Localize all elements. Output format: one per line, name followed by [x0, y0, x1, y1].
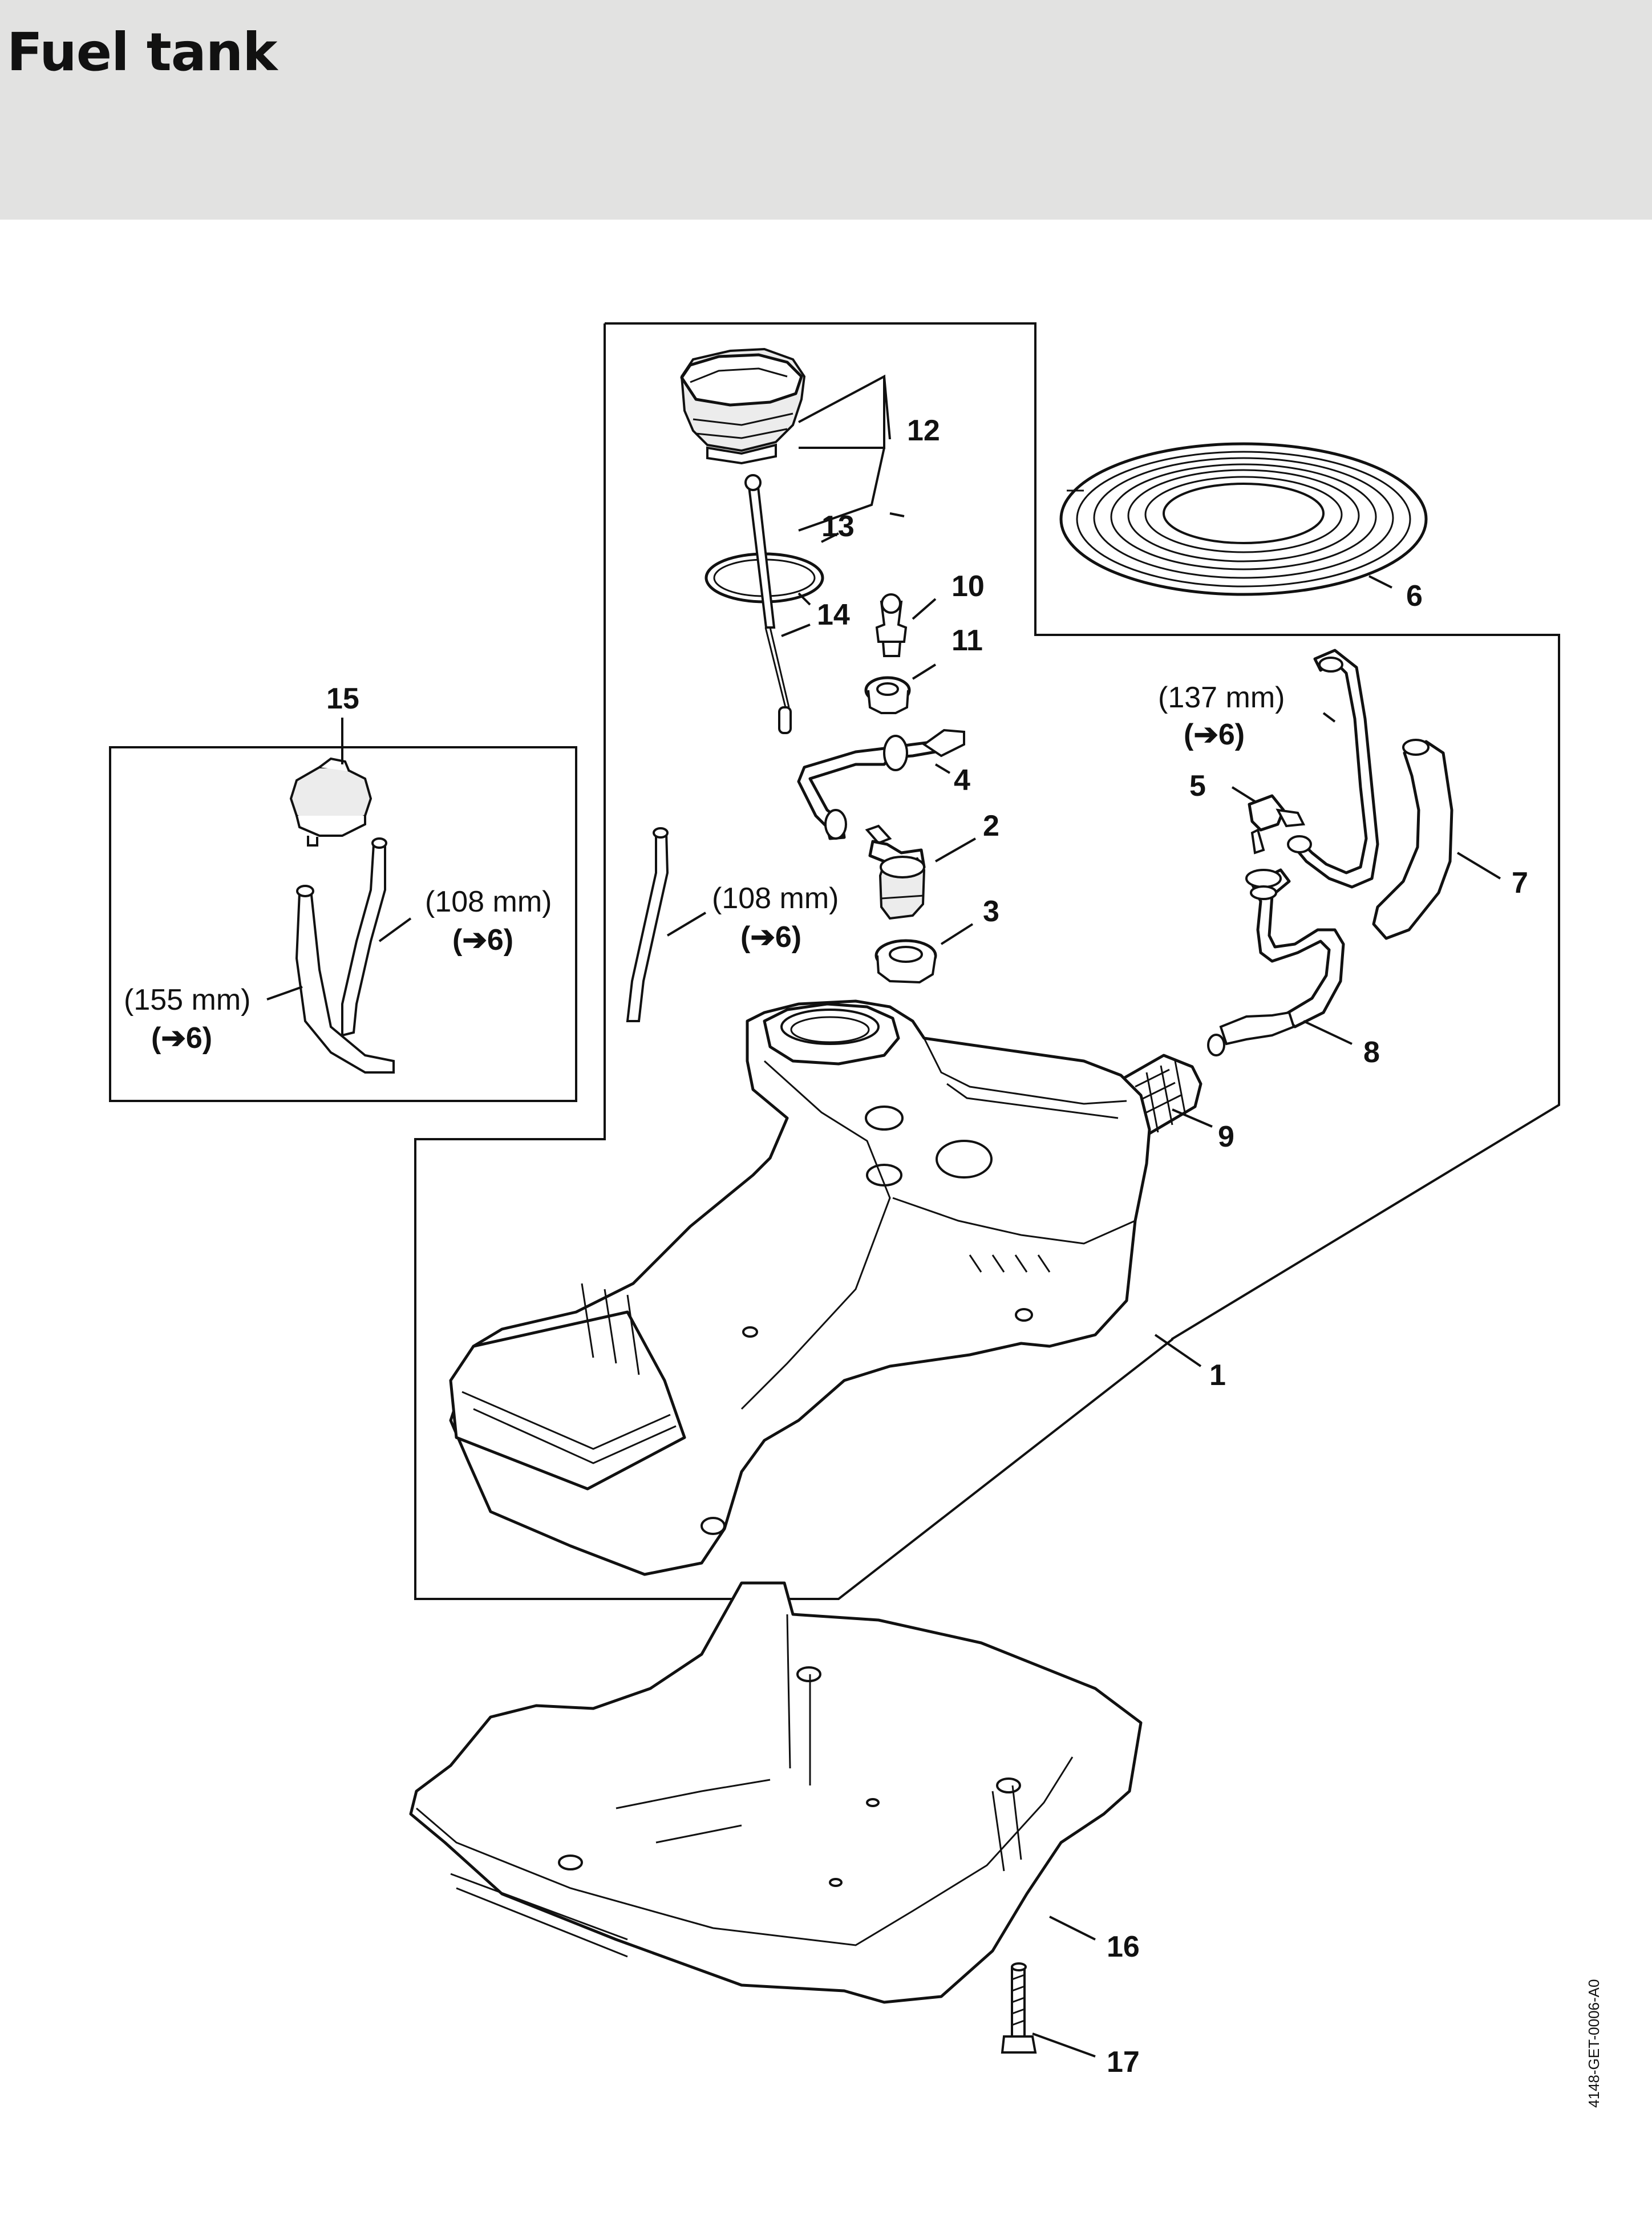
hose-length-108mm: (108 mm) [712, 882, 839, 915]
hose-ref-155mm: (➔6) [151, 1022, 212, 1055]
header-band: Fuel tank [0, 0, 1652, 220]
callout-16: 16 [1107, 1930, 1140, 1963]
callout-7: 7 [1512, 866, 1528, 900]
grommet-large-part [874, 939, 937, 984]
short-hose-part [1372, 739, 1453, 940]
elbow-connector-part [1248, 794, 1306, 855]
hose-ref-108mm: (➔6) [740, 921, 801, 954]
page-title: Fuel tank [7, 22, 277, 83]
hose-length-108mm-kit: (108 mm) [425, 885, 552, 918]
drawing-code: 4148-GET-0006-A0 [1585, 1979, 1602, 2108]
hose-108mm-part [626, 827, 669, 1022]
assembly-frame [414, 322, 1560, 1600]
callout-2: 2 [983, 809, 999, 843]
hose-length-137mm: (137 mm) [1158, 681, 1285, 714]
callout-6: 6 [1406, 580, 1423, 613]
bent-tube-part [797, 728, 965, 840]
callout-8: 8 [1363, 1036, 1380, 1069]
callout-9: 9 [1218, 1120, 1234, 1153]
callout-17: 17 [1107, 2046, 1140, 2079]
hose-137mm-part [1287, 649, 1379, 889]
hose-length-155mm: (155 mm) [124, 983, 250, 1017]
callout-3: 3 [983, 895, 999, 928]
grommet-small-part [864, 676, 911, 714]
kit-hoses-part [295, 837, 395, 1074]
hose-ref-108mm-kit: (➔6) [452, 924, 513, 957]
fuel-hose-part [1207, 868, 1345, 1056]
pickup-body-part [865, 824, 926, 920]
callout-1: 1 [1209, 1359, 1226, 1392]
callout-11: 11 [951, 624, 983, 657]
callout-labels: 1 2 3 4 5 6 7 8 9 10 11 12 13 14 15 16 1… [326, 414, 1528, 2079]
fuel-cap-part [680, 347, 806, 465]
retainer-part [744, 474, 792, 734]
callout-4: 4 [954, 764, 970, 797]
tank-housing-part [449, 999, 1151, 1576]
callout-13: 13 [821, 510, 855, 543]
callout-14: 14 [817, 598, 850, 631]
valve-part [875, 593, 908, 657]
callout-15: 15 [326, 682, 359, 715]
callout-12: 12 [907, 414, 940, 447]
hose-coil-part [1059, 442, 1428, 596]
tank-shell-part [409, 1581, 1143, 2004]
leader-lines [266, 374, 1501, 2058]
callout-10: 10 [951, 570, 985, 603]
screw-part [1001, 1962, 1037, 2054]
primer-bulb-part [289, 757, 372, 847]
measurement-notes: (137 mm) (➔6) (108 mm) (➔6) (108 mm) (➔6… [124, 681, 1285, 1055]
callout-5: 5 [1189, 770, 1206, 803]
hose-ref-137mm: (➔6) [1184, 718, 1245, 751]
